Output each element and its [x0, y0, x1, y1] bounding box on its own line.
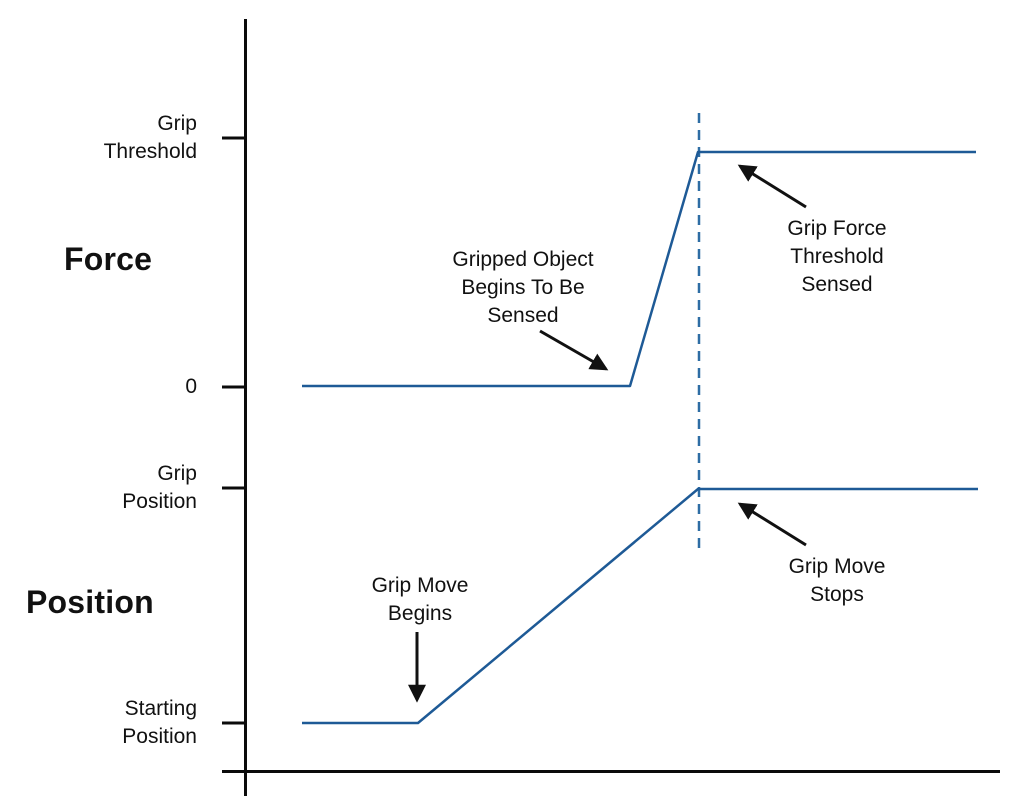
annotation-grip-move-stops: Grip Move Stops	[788, 555, 886, 606]
arrow-grip-move-stops-icon	[737, 502, 807, 547]
annotation-grip-force-threshold-sensed: Grip Force Threshold Sensed	[787, 217, 887, 296]
position-curve	[302, 487, 978, 725]
annotation-gripped-object-sensed: Gripped Object Begins To Be Sensed	[452, 248, 594, 327]
position-axis-title: Position	[26, 584, 154, 620]
arrow-grip-force-sensed-icon	[737, 164, 807, 209]
annotation-grip-move-begins: Grip Move Begins	[371, 574, 469, 625]
tick-label-zero: 0	[185, 375, 197, 398]
force-curve	[302, 150, 976, 388]
force-axis-title: Force	[64, 241, 153, 277]
tick-label-grip-threshold: Grip Threshold	[103, 112, 197, 163]
tick-label-grip-position: Grip Position	[122, 462, 197, 513]
arrow-gripped-object-icon	[539, 329, 609, 371]
tick-label-starting-position: Starting Position	[122, 697, 197, 748]
